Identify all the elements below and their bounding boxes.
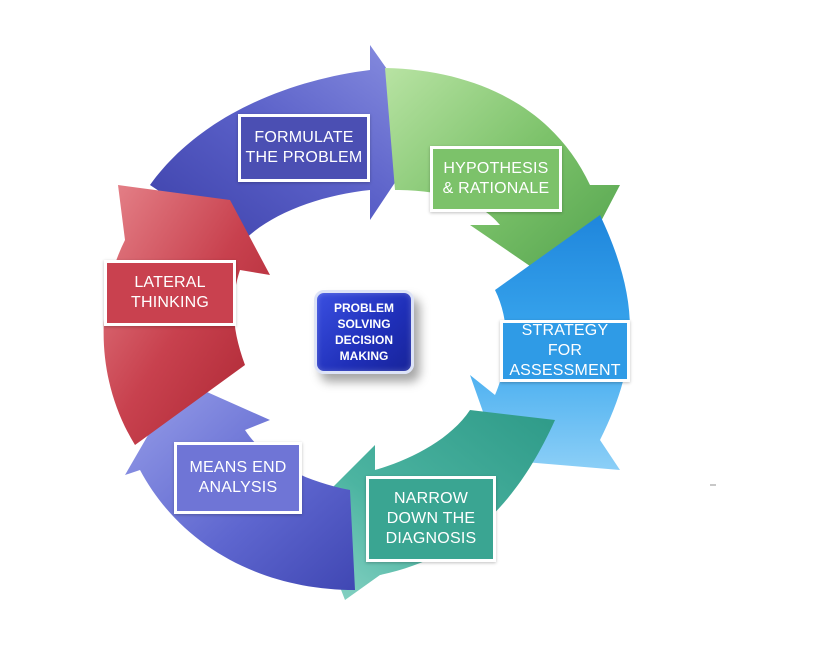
- step-strategy-for-assessment: STRATEGY FOR ASSESSMENT: [500, 320, 630, 382]
- step-hypothesis-rationale: HYPOTHESIS & RATIONALE: [430, 146, 562, 212]
- step-means-end-analysis: MEANS END ANALYSIS: [174, 442, 302, 514]
- step-lateral-thinking: LATERAL THINKING: [104, 260, 236, 326]
- center-problem-solving-box: PROBLEM SOLVING DECISION MAKING: [314, 290, 414, 374]
- step-narrow-down-the-diagnosis: NARROW DOWN THE DIAGNOSIS: [366, 476, 496, 562]
- step-formulate-the-problem: FORMULATE THE PROBLEM: [238, 114, 370, 182]
- decorative-speck: [710, 484, 716, 486]
